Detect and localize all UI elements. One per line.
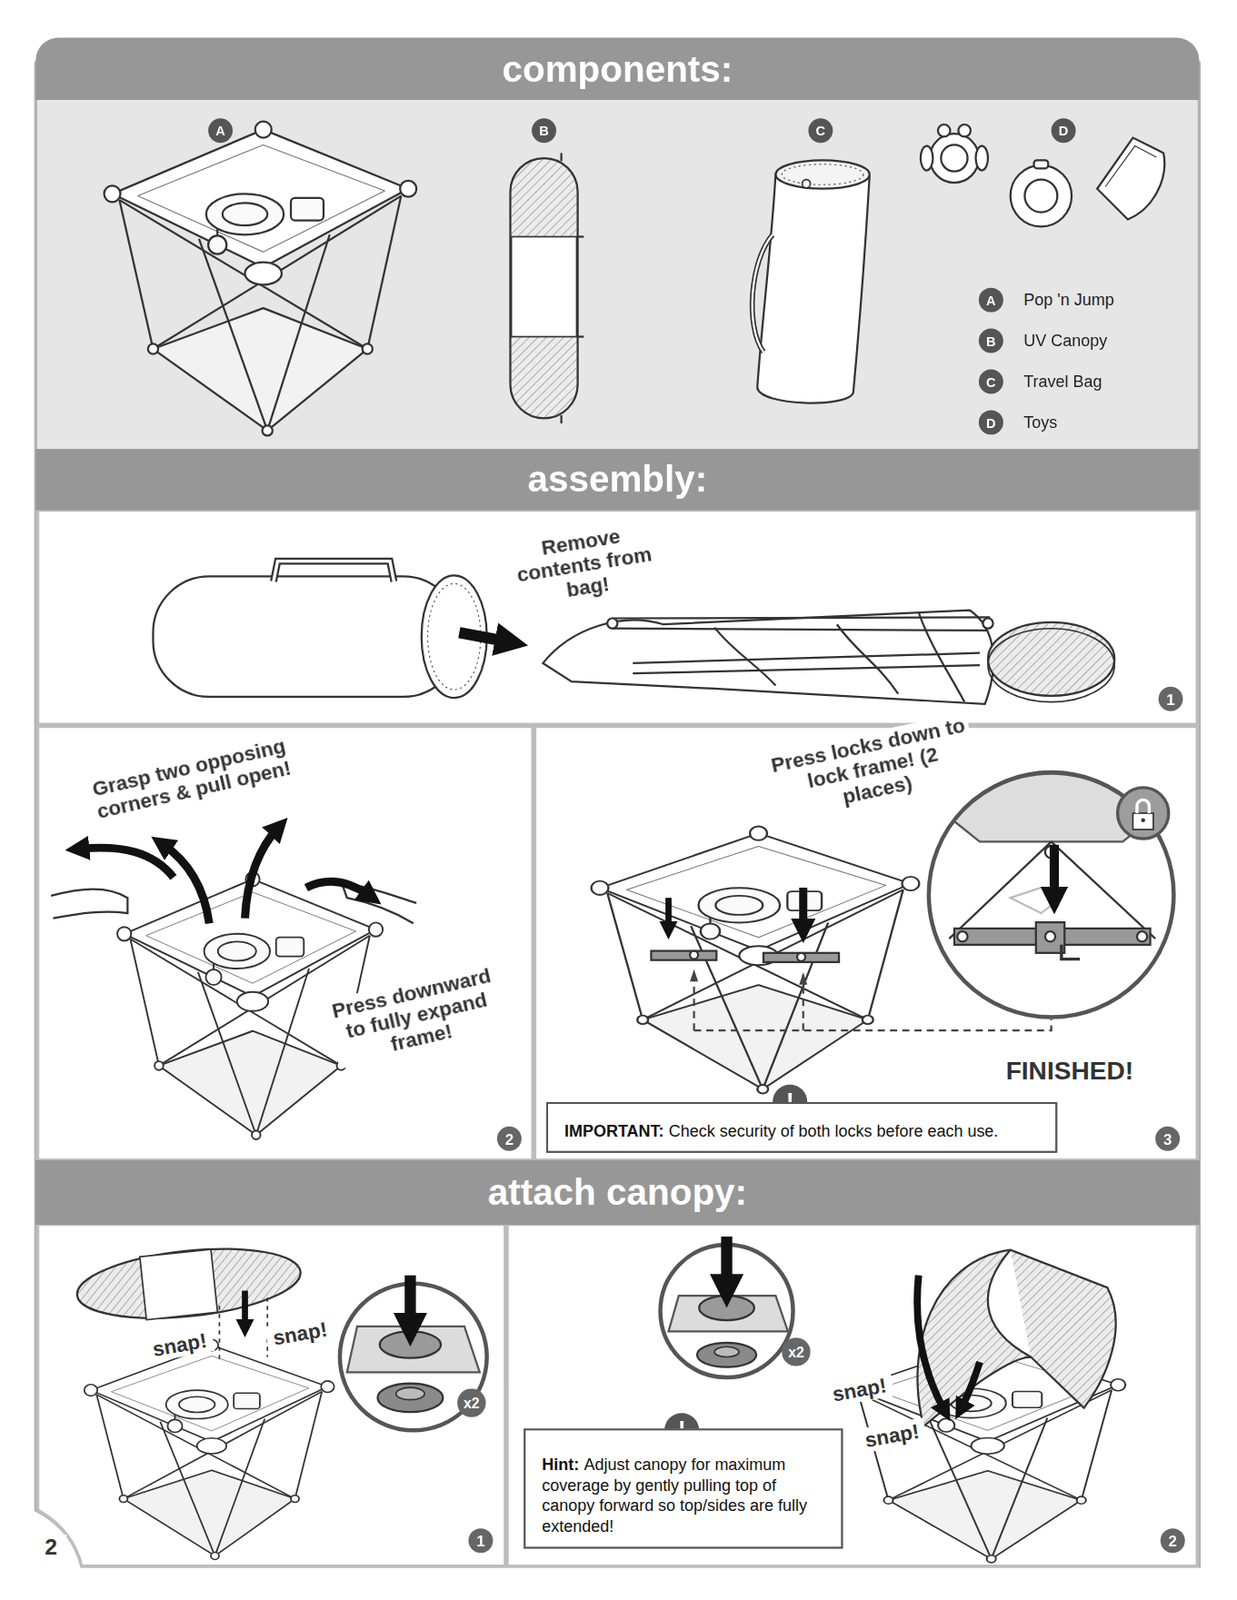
step-number: 2: [1160, 1528, 1186, 1554]
note-heading: Hint:: [541, 1456, 579, 1474]
page-number: 2: [35, 1535, 67, 1562]
node-text: A: [986, 293, 997, 308]
part-letter: A: [978, 288, 1004, 313]
node-text: components:: [501, 47, 733, 90]
snap-text: snap!: [857, 1417, 928, 1454]
part-letter: A: [208, 118, 233, 143]
node-text: attach canopy:: [488, 1171, 748, 1215]
instruction-text: Press downward to fully expand frame!: [324, 962, 509, 1069]
section-header: components:: [35, 38, 1199, 100]
part-name: Pop 'n Jump: [1020, 289, 1118, 310]
node-text: 1: [476, 1533, 485, 1549]
node-text: 2: [1168, 1533, 1178, 1549]
part-letter: D: [1051, 118, 1077, 143]
node-text: B: [538, 123, 549, 138]
node-text: D: [1058, 123, 1069, 138]
instruction-text: Remove contents from bag!: [495, 517, 673, 612]
important-note: IMPORTANT:Check security of both locks b…: [546, 1102, 1058, 1154]
step-number: 1: [1158, 687, 1184, 712]
part-letter: D: [978, 409, 1004, 435]
part-name: Toys: [1020, 412, 1061, 433]
node-text: Adjust canopy for maximum coverage by ge…: [541, 1456, 808, 1535]
note-heading: IMPORTANT:: [564, 1122, 664, 1140]
snap-text: snap!: [824, 1372, 896, 1408]
node-text: A: [215, 123, 226, 138]
node-text: 3: [1163, 1131, 1172, 1148]
part-letter: C: [808, 118, 833, 143]
part-name: UV Canopy: [1020, 330, 1111, 351]
part-letter: C: [978, 369, 1004, 395]
instruction-text: Press locks down to lock frame! (2 place…: [765, 712, 980, 823]
section-header: attach canopy:: [35, 1160, 1199, 1226]
instruction-text: Grasp two opposing corners & pull open!: [83, 732, 299, 826]
node-text: Check security of both locks before each…: [668, 1122, 999, 1140]
node-text: 1: [1166, 691, 1175, 708]
node-text: 2: [505, 1131, 514, 1148]
node-text: B: [986, 334, 997, 349]
section-header: assembly:: [35, 448, 1199, 510]
node-text: C: [816, 123, 827, 138]
node-text: x2: [463, 1396, 479, 1411]
node-text: x2: [788, 1345, 804, 1360]
step-number: 3: [1155, 1127, 1180, 1152]
node-text: C: [986, 375, 997, 390]
count-badge: x2: [457, 1388, 486, 1417]
step-number: 1: [468, 1528, 493, 1554]
hint-note: Hint:Adjust canopy for maximum coverage …: [523, 1428, 843, 1550]
finished-text: FINISHED!: [987, 1056, 1152, 1087]
part-letter: B: [978, 329, 1004, 354]
step-number: 2: [497, 1127, 522, 1152]
part-name: Travel Bag: [1020, 371, 1106, 392]
node-text: assembly:: [527, 458, 708, 501]
snap-text: snap!: [144, 1326, 216, 1363]
count-badge: x2: [781, 1337, 810, 1367]
node-text: D: [986, 416, 997, 430]
part-letter: B: [531, 118, 557, 143]
snap-text: snap!: [264, 1316, 336, 1352]
